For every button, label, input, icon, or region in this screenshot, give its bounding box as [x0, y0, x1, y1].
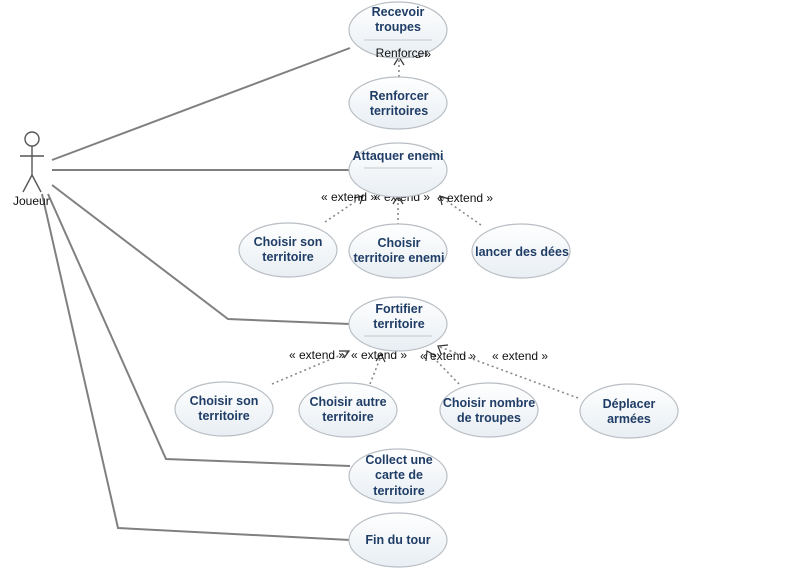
use-case-fin-du-tour[interactable]: Fin du tour	[348, 512, 448, 568]
arrowhead-lancer	[439, 195, 450, 206]
stick-figure-icon	[20, 131, 44, 193]
extend-dependencies	[271, 58, 579, 399]
associations	[41, 47, 351, 541]
association-collect	[47, 193, 351, 467]
extend-label-choisir-autre: « extend »	[351, 348, 407, 362]
extend-label-deplacer: « extend »	[492, 349, 548, 363]
extend-label-choisir-son-1: « extend »	[321, 190, 377, 204]
extend-label-choisir-nombre: « extend »	[420, 349, 476, 363]
association-recevoir	[51, 47, 351, 161]
use-case-label: Attaquer enemi	[353, 149, 444, 163]
extend-choisir-autre-line	[369, 355, 382, 385]
use-case-attaquer-enemi[interactable]: Attaquer enemi	[348, 142, 448, 198]
extend-lancer-line	[440, 196, 482, 226]
actor-label: Joueur	[13, 194, 50, 208]
arrowhead-choisir-autre	[375, 352, 386, 363]
arrowhead-deplacer	[437, 344, 449, 355]
extend-label-lancer: « extend »	[437, 191, 493, 205]
association-fin	[41, 193, 351, 541]
extension-point-label: Renforcer	[376, 46, 429, 60]
use-case-label: Fin du tour	[365, 533, 430, 547]
actor-joueur: Joueur	[13, 131, 50, 208]
extend-label-choisir-son-2: « extend »	[289, 348, 345, 362]
use-case-lancer-des-dees[interactable]: lancer des dées	[471, 223, 571, 279]
association-fortifier	[51, 184, 351, 325]
arrowhead-choisir-son-2	[339, 350, 351, 359]
use-case-label: lancer des dées	[475, 245, 569, 259]
arrowhead-choisir-nombre	[425, 350, 437, 362]
extend-choisir-son-2-line	[271, 351, 349, 385]
arrowhead-choisir-son-1	[353, 195, 364, 205]
